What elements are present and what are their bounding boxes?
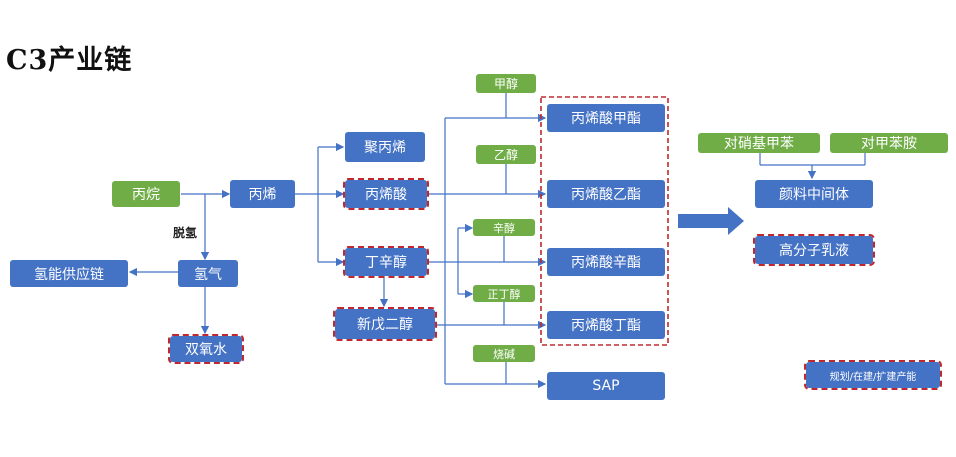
legend-planned-capacity: 规划/在建/扩建产能 bbox=[804, 360, 942, 390]
node-sap: SAP bbox=[547, 372, 665, 400]
node-propane: 丙烷 bbox=[112, 181, 180, 207]
node-octanol: 辛醇 bbox=[473, 219, 535, 236]
node-butyl-acrylate: 丙烯酸丁酯 bbox=[547, 311, 665, 339]
node-polymer-emulsion: 高分子乳液 bbox=[753, 234, 875, 266]
node-p-nitrotoluene: 对硝基甲苯 bbox=[698, 133, 820, 153]
node-ethanol: 乙醇 bbox=[476, 145, 536, 164]
acrylates-group-box bbox=[540, 96, 669, 346]
node-propylene: 丙烯 bbox=[230, 180, 295, 208]
node-octyl-acrylate: 丙烯酸辛酯 bbox=[547, 248, 665, 276]
node-polypropylene: 聚丙烯 bbox=[345, 132, 425, 162]
node-hydrogen-supply-chain: 氢能供应链 bbox=[10, 260, 128, 287]
node-neopentyl-glycol: 新戊二醇 bbox=[333, 307, 437, 341]
node-butanol-octanol: 丁辛醇 bbox=[343, 246, 429, 278]
big-arrow-icon bbox=[678, 207, 744, 235]
node-methyl-acrylate: 丙烯酸甲酯 bbox=[547, 104, 665, 132]
node-hydrogen: 氢气 bbox=[178, 260, 238, 287]
node-p-toluidine: 对甲苯胺 bbox=[830, 133, 948, 153]
node-ethyl-acrylate: 丙烯酸乙酯 bbox=[547, 180, 665, 208]
page-title: C3产业链 bbox=[6, 45, 133, 76]
node-hydrogen-peroxide: 双氧水 bbox=[168, 334, 244, 364]
node-methanol: 甲醇 bbox=[476, 74, 536, 93]
node-n-butanol: 正丁醇 bbox=[473, 285, 535, 302]
node-acrylic-acid: 丙烯酸 bbox=[343, 178, 429, 210]
node-pigment-intermediate: 颜料中间体 bbox=[755, 180, 873, 208]
label-dehydrogenation: 脱氢 bbox=[173, 226, 198, 240]
node-caustic-soda: 烧碱 bbox=[473, 345, 535, 362]
